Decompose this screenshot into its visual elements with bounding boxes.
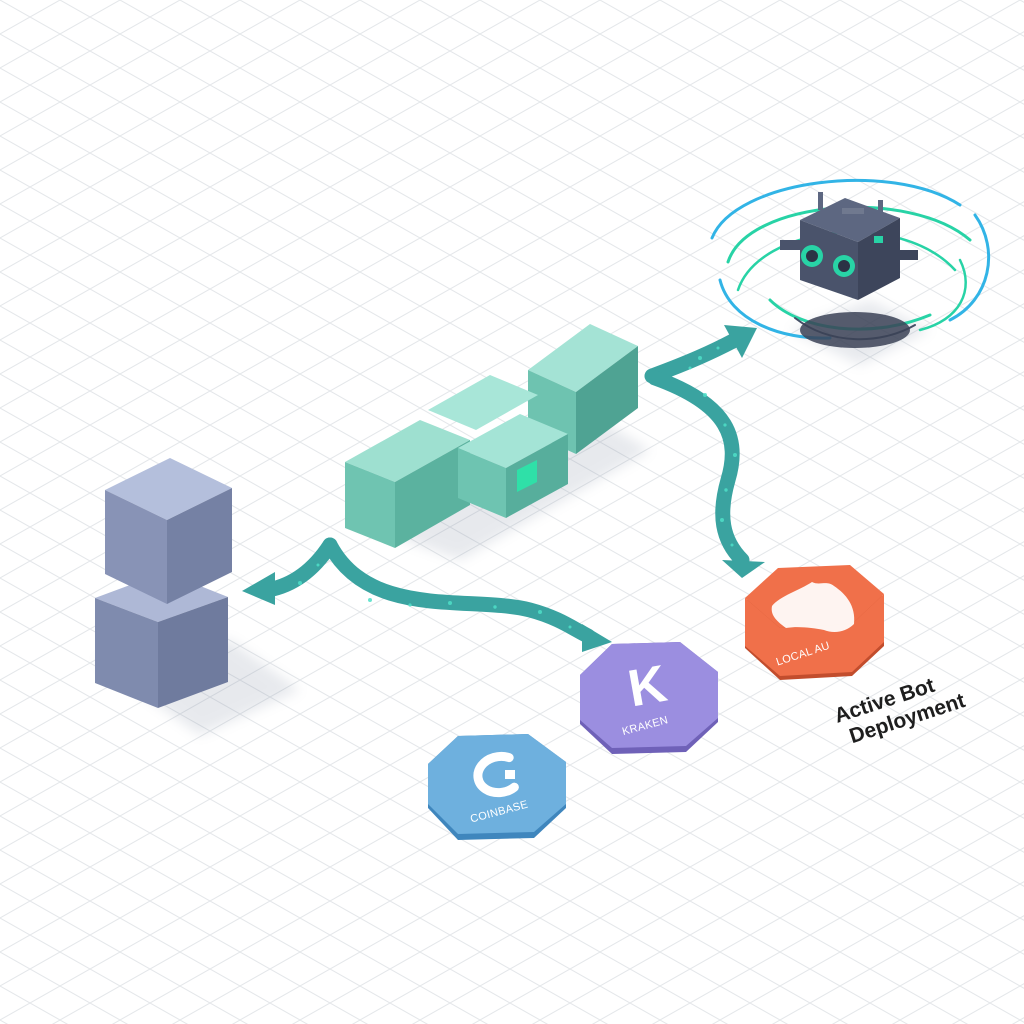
- arrowhead-kraken: [582, 624, 612, 652]
- coinbase-logo-icon: [473, 751, 519, 798]
- slate-cube-top-top: [105, 458, 232, 520]
- slate-cube-stack: [95, 458, 232, 708]
- teal-block-port: [517, 460, 537, 492]
- teal-block-cluster: [345, 324, 638, 548]
- australia-map-icon: [771, 582, 855, 632]
- arrowhead-slate: [242, 572, 275, 605]
- arrowhead-robot: [724, 325, 757, 358]
- flow-arrows: [242, 325, 765, 652]
- slate-cube-bottom-left: [95, 598, 158, 708]
- coinbase-node[interactable]: COINBASE: [428, 734, 566, 840]
- slate-cube-top-right: [167, 488, 232, 604]
- slate-cube-top-left: [105, 490, 167, 604]
- flow-arrow-icon: [647, 370, 750, 568]
- local-au-node[interactable]: LOCAL AU: [745, 565, 884, 680]
- robot-icon: [710, 178, 991, 348]
- slate-cube-bottom-right: [158, 597, 228, 708]
- arrowhead-local-au: [722, 560, 765, 578]
- kraken-node[interactable]: K KRAKEN: [580, 642, 718, 754]
